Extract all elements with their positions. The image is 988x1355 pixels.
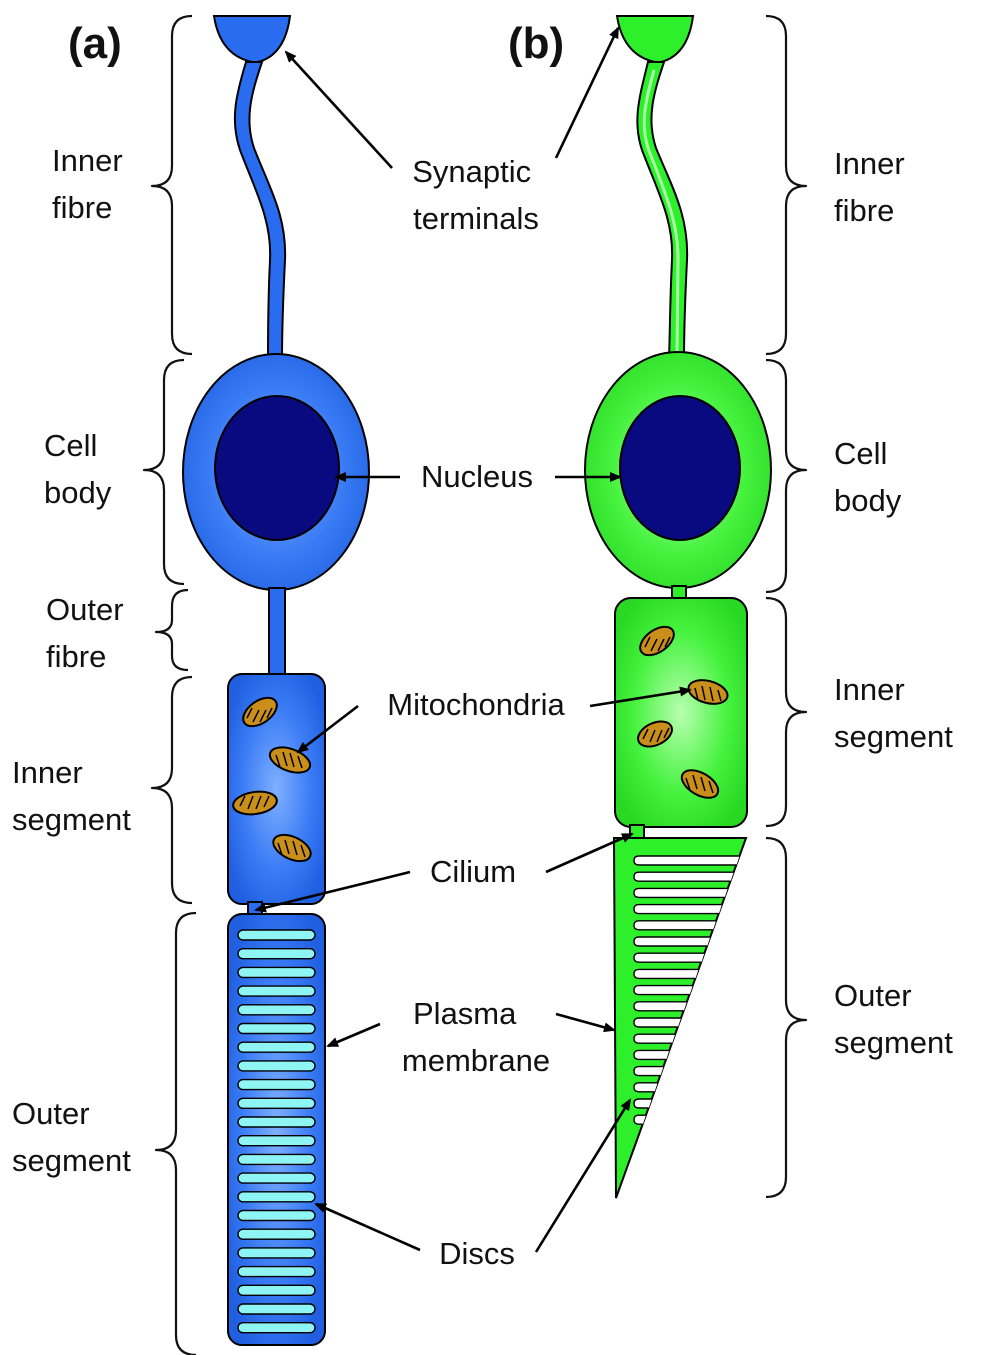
right-label-outer-segment: Outer segment (834, 978, 953, 1060)
cone-disc (634, 1099, 652, 1108)
rod-disc (238, 1211, 315, 1221)
rod-disc (238, 1080, 315, 1090)
rod-disc (238, 1005, 315, 1015)
left-brace-outer-segment (156, 913, 196, 1355)
label-mitochondria: Mitochondria (387, 687, 565, 722)
rod-nucleus (215, 396, 339, 540)
rod-disc (238, 1248, 315, 1258)
label-plasma-membrane: Plasma membrane (402, 996, 550, 1078)
left-label-cell-body: Cell body (44, 428, 112, 510)
cone-outer-segment (614, 838, 746, 1198)
rod-disc (238, 1267, 315, 1277)
rod-disc (238, 1042, 315, 1052)
rod-disc (238, 1061, 315, 1071)
cone-disc (634, 986, 693, 995)
cone-disc (634, 953, 704, 962)
arrow-plasma-cone (556, 1014, 614, 1030)
left-label-inner-fibre: Inner fibre (52, 143, 131, 225)
arrow-synaptic-cone (556, 28, 618, 158)
rod-disc (238, 1229, 315, 1239)
arrow-plasma-rod (328, 1024, 380, 1046)
rod-disc (238, 1285, 315, 1295)
rod-disc (238, 1136, 315, 1146)
left-braces (144, 16, 196, 1355)
cone-inner-segment (615, 598, 747, 827)
right-label-inner-fibre: Inner fibre (834, 146, 913, 228)
right-brace-outer-segment (766, 838, 806, 1197)
cone-disc (634, 1067, 663, 1076)
rod-disc (238, 1304, 315, 1314)
cone-nucleus (620, 396, 740, 540)
cone-disc (634, 856, 740, 865)
cone-disc (634, 1018, 681, 1027)
rod-disc (238, 1192, 315, 1202)
left-label-outer-segment: Outer segment (12, 1096, 131, 1178)
rod-cell (183, 16, 369, 1345)
left-brace-cell-body (144, 360, 184, 584)
cone-disc (634, 969, 699, 978)
rod-disc (238, 1323, 315, 1333)
left-label-outer-fibre: Outer fibre (46, 592, 132, 674)
left-label-inner-segment: Inner segment (12, 755, 131, 837)
cone-disc (634, 921, 716, 930)
left-brace-outer-fibre (156, 590, 188, 670)
rod-inner-fibre (235, 62, 285, 360)
panel-label-a: (a) (68, 19, 122, 68)
arrow-discs-rod (316, 1204, 420, 1250)
cone-disc (634, 1083, 658, 1092)
right-braces (766, 16, 806, 1197)
cone-disc (634, 937, 710, 946)
cone-disc (634, 888, 728, 897)
rod-disc (238, 986, 315, 996)
rod-disc (238, 1117, 315, 1127)
cone-disc (634, 1002, 687, 1011)
cone-cell (585, 16, 771, 1198)
rod-disc (238, 949, 315, 959)
label-synaptic-terminals: Synaptic terminals (412, 154, 540, 236)
rod-synaptic-terminal (214, 16, 290, 62)
label-nucleus: Nucleus (421, 459, 533, 494)
rod-outer-segment (228, 914, 325, 1345)
right-label-cell-body: Cell body (834, 436, 902, 518)
rod-outer-fibre (269, 588, 285, 676)
rod-disc (238, 1173, 315, 1183)
right-brace-cell-body (766, 360, 806, 592)
left-brace-inner-segment (152, 677, 192, 903)
cone-disc (634, 905, 722, 914)
cone-disc (634, 1050, 669, 1059)
right-brace-inner-segment (766, 598, 806, 826)
arrow-synaptic-rod (286, 52, 392, 168)
rod-disc (238, 1154, 315, 1164)
right-label-inner-segment: Inner segment (834, 672, 953, 754)
label-discs: Discs (439, 1236, 515, 1271)
rod-disc (238, 1098, 315, 1108)
rod-disc (238, 1024, 315, 1034)
label-cilium: Cilium (430, 854, 516, 889)
cone-disc (634, 872, 734, 881)
left-brace-inner-fibre (152, 16, 192, 354)
cone-disc (634, 1034, 675, 1043)
rod-disc (238, 930, 315, 940)
right-brace-inner-fibre (766, 16, 806, 354)
panel-label-b: (b) (508, 19, 564, 68)
rod-disc (238, 967, 315, 977)
cone-synaptic-terminal (617, 16, 693, 62)
